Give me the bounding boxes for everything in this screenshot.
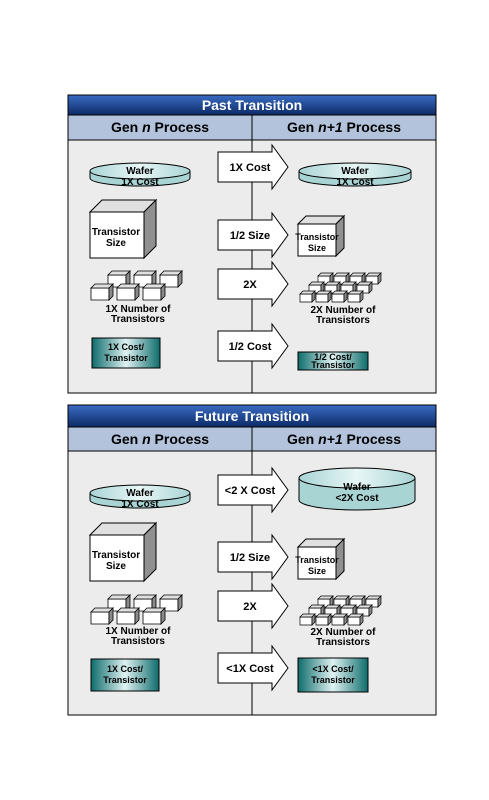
- svg-text:Transistor: Transistor: [311, 675, 355, 685]
- arrow-cost: <1X Cost: [217, 645, 289, 691]
- svg-text:1X Cost/: 1X Cost/: [107, 664, 144, 674]
- future-transition-panel: Future Transition Gen n Process Gen n+1 …: [67, 404, 437, 716]
- arrow-count: 2X: [217, 583, 289, 629]
- svg-text:1X Cost/: 1X Cost/: [108, 342, 145, 352]
- wafer-right: Wafer <2X Cost: [298, 467, 416, 511]
- svg-text:Transistors: Transistors: [111, 636, 165, 647]
- svg-text:Transistor: Transistor: [103, 675, 147, 685]
- svg-text:Transistor: Transistor: [92, 550, 140, 561]
- svg-text:Wafer: Wafer: [343, 482, 371, 493]
- svg-text:<1X Cost/: <1X Cost/: [312, 664, 354, 674]
- transistor-cube-left: Transistor Size: [89, 199, 157, 259]
- svg-text:2X Number of: 2X Number of: [310, 627, 376, 638]
- svg-text:Wafer: Wafer: [126, 488, 154, 499]
- svg-text:Transistor: Transistor: [311, 360, 355, 370]
- svg-text:Size: Size: [106, 238, 126, 249]
- wafer-left: Wafer 1X Cost: [89, 162, 191, 188]
- svg-text:Transistor: Transistor: [92, 227, 140, 238]
- transistor-array-left: 1X Number of Transistors: [90, 594, 183, 647]
- svg-text:1/2 Cost/: 1/2 Cost/: [314, 352, 352, 362]
- transistor-cube-right: Transistor Size: [295, 215, 345, 257]
- past-transition-panel: Past Transition Gen n Process Gen n+1 Pr…: [67, 94, 437, 394]
- column-header-right: Gen n+1 Process: [287, 119, 401, 135]
- arrow-cost: 1/2 Cost: [217, 323, 289, 369]
- svg-text:Size: Size: [308, 566, 326, 576]
- arrow-wafer-cost: 1X Cost: [217, 144, 289, 190]
- column-header-left: Gen n Process: [111, 119, 209, 135]
- svg-text:2X: 2X: [243, 601, 257, 613]
- cost-per-transistor-left: 1X Cost/ Transistor: [91, 337, 161, 369]
- cost-per-transistor-right: <1X Cost/ Transistor: [297, 657, 369, 693]
- arrow-size: 1/2 Size: [217, 212, 289, 258]
- svg-text:2X: 2X: [243, 279, 257, 291]
- column-header-right: Gen n+1 Process: [287, 431, 401, 447]
- svg-text:Transistors: Transistors: [316, 637, 370, 648]
- wafer-left: Wafer 1X Cost: [89, 484, 191, 510]
- svg-text:Transistor: Transistor: [104, 353, 148, 363]
- svg-text:Size: Size: [106, 561, 126, 572]
- transistor-cube-left: Transistor Size: [89, 522, 157, 582]
- column-header-left: Gen n Process: [111, 431, 209, 447]
- svg-text:Wafer: Wafer: [341, 166, 369, 177]
- arrow-wafer-cost: <2 X Cost: [217, 467, 289, 513]
- panel-title: Future Transition: [195, 408, 309, 424]
- transistor-array-right: 2X Number of Transistors: [299, 595, 382, 648]
- svg-text:1X Cost: 1X Cost: [230, 162, 271, 174]
- svg-text:Transistors: Transistors: [316, 315, 370, 326]
- cost-per-transistor-right: 1/2 Cost/ Transistor: [297, 351, 369, 371]
- svg-text:1/2 Cost: 1/2 Cost: [229, 341, 272, 353]
- svg-text:1X Number of: 1X Number of: [105, 626, 171, 637]
- arrow-count: 2X: [217, 261, 289, 307]
- svg-text:1X Cost: 1X Cost: [336, 177, 374, 188]
- svg-text:Transistor: Transistor: [295, 232, 339, 242]
- svg-text:1X Cost: 1X Cost: [121, 177, 159, 188]
- svg-text:<1X Cost: <1X Cost: [226, 663, 274, 675]
- svg-text:1/2 Size: 1/2 Size: [230, 552, 270, 564]
- transistor-array-left: 1X Number of Transistors: [90, 270, 183, 325]
- svg-text:<2 X Cost: <2 X Cost: [225, 485, 276, 497]
- svg-text:<2X Cost: <2X Cost: [335, 493, 379, 504]
- panel-title: Past Transition: [202, 97, 302, 113]
- wafer-right: Wafer 1X Cost: [298, 162, 412, 188]
- svg-text:Wafer: Wafer: [126, 166, 154, 177]
- cost-per-transistor-left: 1X Cost/ Transistor: [90, 658, 160, 692]
- transistor-array-right: 2X Number of Transistors: [299, 272, 382, 326]
- svg-text:2X Number of: 2X Number of: [310, 305, 376, 316]
- svg-text:Transistors: Transistors: [111, 314, 165, 325]
- svg-text:1X Cost: 1X Cost: [121, 499, 159, 510]
- svg-text:Size: Size: [308, 243, 326, 253]
- transistor-cube-right: Transistor Size: [295, 538, 345, 580]
- svg-text:1X Number of: 1X Number of: [105, 304, 171, 315]
- arrow-size: 1/2 Size: [217, 534, 289, 580]
- svg-text:1/2 Size: 1/2 Size: [230, 230, 270, 242]
- svg-text:Transistor: Transistor: [295, 555, 339, 565]
